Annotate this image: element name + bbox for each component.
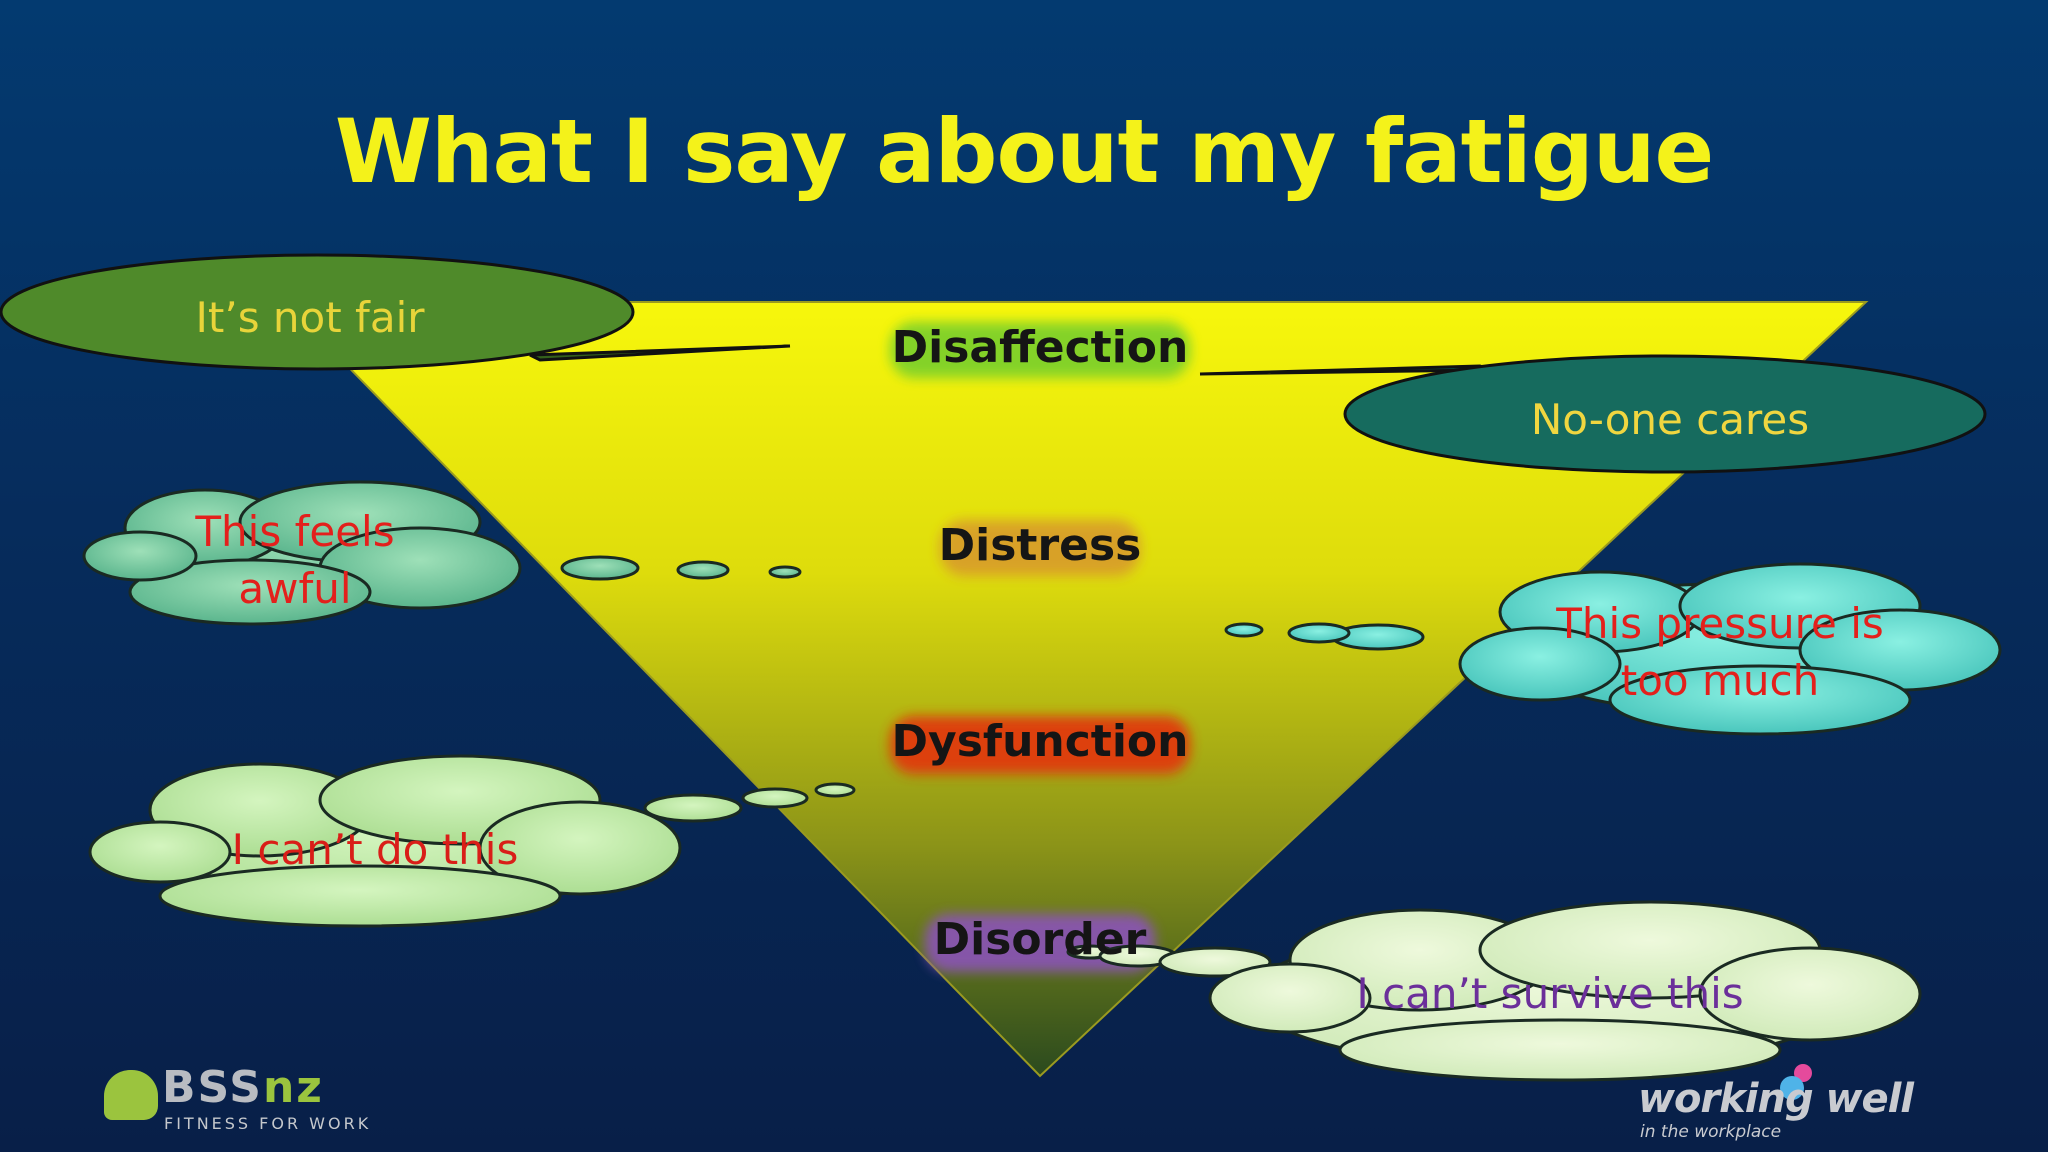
working-well-logo: working well in the workplace xyxy=(1630,1064,1950,1144)
bssnz-tagline: FITNESS FOR WORK xyxy=(164,1114,372,1133)
stage-disorder: Disorder xyxy=(933,914,1147,965)
speech-bubble-left xyxy=(0,253,791,371)
thought-text-cant-survive: I can’t survive this xyxy=(1356,969,1744,1018)
working-well-brand: working well xyxy=(1638,1076,1914,1122)
stage-distress: Distress xyxy=(938,520,1142,571)
slide-title: What I say about my fatigue xyxy=(334,100,1714,203)
speech-text-not-fair: It’s not fair xyxy=(195,293,425,342)
stage-dysfunction: Dysfunction xyxy=(891,716,1189,767)
thought-cloud-2 xyxy=(1224,562,2002,736)
figure-body-icon xyxy=(1780,1076,1804,1100)
thought-cloud-3 xyxy=(88,754,856,928)
speech-text-no-one-cares: No-one cares xyxy=(1530,395,1810,444)
fatigue-triangle xyxy=(282,301,1869,1078)
brand-accent: nz xyxy=(262,1062,324,1113)
head-gears-icon xyxy=(104,1070,158,1120)
thought-line: This feels xyxy=(195,507,395,556)
thought-text-feels-awful: This feels awful xyxy=(160,504,430,617)
bssnz-brand: BSSnz xyxy=(162,1062,324,1113)
thought-line: This pressure is xyxy=(1556,599,1884,648)
bssnz-logo: BSSnz FITNESS FOR WORK xyxy=(104,1062,384,1134)
thought-cloud-1 xyxy=(82,480,802,626)
thought-text-pressure: This pressure is too much xyxy=(1520,596,1920,709)
thought-text-cant-do: I can’t do this xyxy=(231,825,519,874)
thought-cloud-4 xyxy=(1066,900,1922,1082)
thought-line: awful xyxy=(238,563,352,613)
stage-disaffection: Disaffection xyxy=(891,322,1189,373)
thought-line: too much xyxy=(1620,655,1820,705)
brand-main: BSS xyxy=(162,1062,263,1113)
speech-bubble-right xyxy=(1199,354,1987,474)
working-well-tagline: in the workplace xyxy=(1640,1122,1782,1142)
